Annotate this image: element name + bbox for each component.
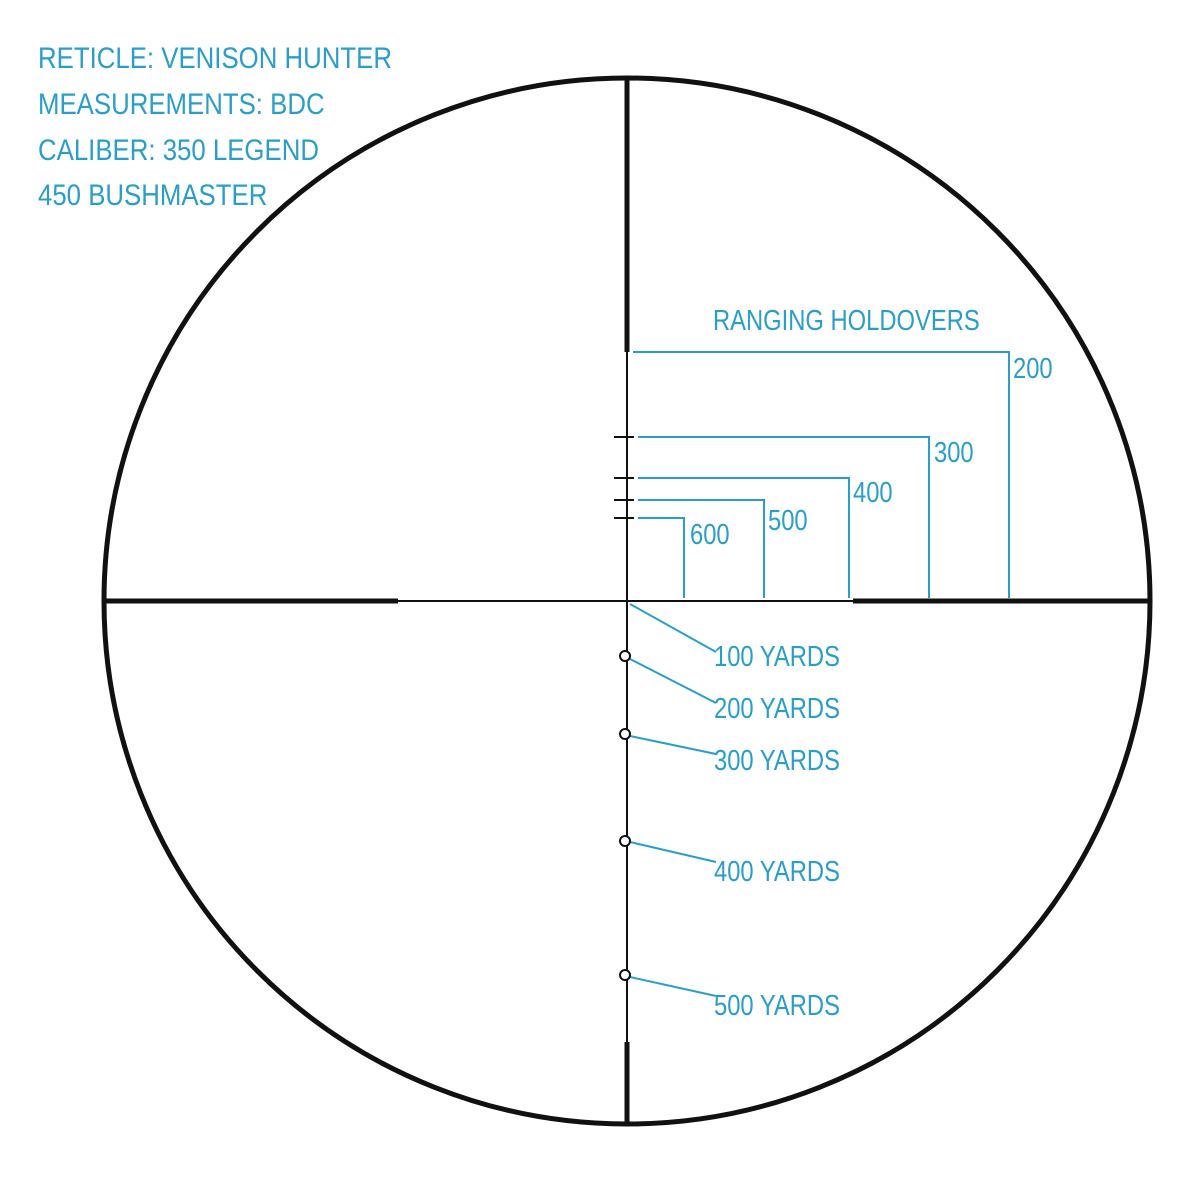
- holdover-label-500: 500: [768, 504, 808, 537]
- reticle-name: RETICLE: VENISON HUNTER: [38, 41, 392, 74]
- bracket-600: [638, 517, 685, 598]
- yard-label-100: 100 YARDS: [714, 640, 840, 673]
- leader-300: [629, 735, 717, 755]
- ranging-holdovers-title: RANGING HOLDOVERS: [713, 304, 980, 337]
- holdover-label-600: 600: [690, 518, 730, 551]
- leader-500: [629, 976, 717, 997]
- yard-label-200: 200 YARDS: [714, 692, 840, 725]
- yard-label-400: 400 YARDS: [714, 855, 840, 888]
- holdover-label-400: 400: [853, 476, 893, 509]
- bracket-500: [638, 499, 765, 598]
- yard-dot-500: [619, 969, 631, 981]
- yard-dot-200: [619, 650, 631, 662]
- caliber-label-2: 450 BUSHMASTER: [38, 178, 267, 211]
- bracket-300: [638, 436, 930, 598]
- yard-dot-400: [619, 835, 631, 847]
- leader-100: [629, 603, 717, 653]
- leader-400: [629, 841, 717, 863]
- caliber-label: CALIBER: 350 LEGEND: [38, 133, 319, 166]
- holdover-label-300: 300: [934, 436, 974, 469]
- leader-200: [629, 658, 717, 704]
- bracket-400: [638, 477, 850, 598]
- yard-label-500: 500 YARDS: [714, 989, 840, 1022]
- bracket-200: [633, 351, 1010, 598]
- yard-label-300: 300 YARDS: [714, 744, 840, 777]
- holdover-label-200: 200: [1013, 352, 1053, 385]
- measurements-label: MEASUREMENTS: BDC: [38, 87, 325, 120]
- yard-dot-300: [619, 728, 631, 740]
